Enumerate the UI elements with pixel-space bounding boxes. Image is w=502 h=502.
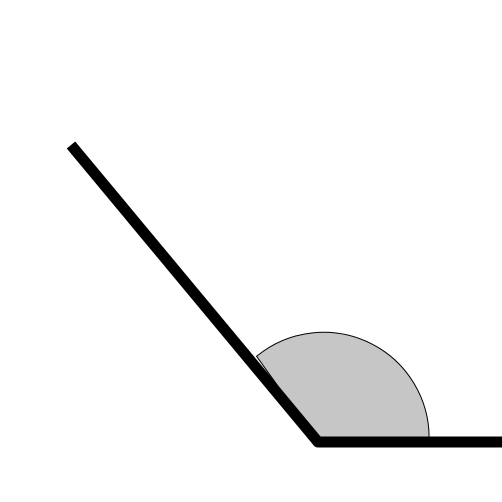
angle-ray-diagonal	[66, 141, 323, 446]
angle-vertex	[312, 436, 324, 448]
